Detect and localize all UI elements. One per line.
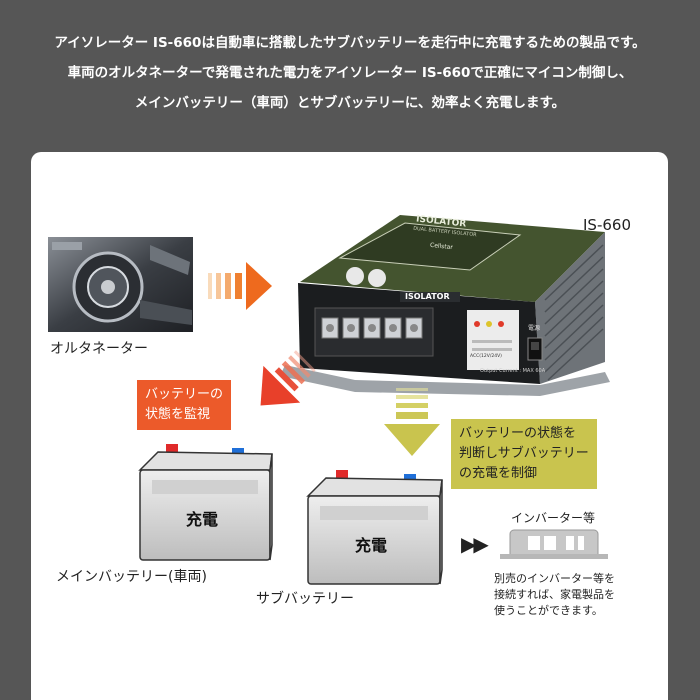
isolator-device: [280, 215, 610, 396]
main-battery-text: 充電: [186, 510, 219, 529]
inverter-note: 別売のインバーター等を 接続すれば、家電製品を 使うことができます。: [494, 571, 615, 619]
isolator-to-sub-battery-arrow: [384, 388, 440, 456]
monitor-callout: バッテリーの 状態を監視: [137, 380, 232, 430]
device-output-text: Output Current : MAX 60A: [480, 368, 546, 374]
model-label: IS-660: [583, 216, 631, 234]
chevron-right-icon: ▶▶: [461, 532, 489, 556]
inverter-note-line-2: 接続すれば、家電製品を: [494, 588, 615, 601]
alternator-label: オルタネーター: [50, 341, 148, 357]
inverter-title: インバーター等: [511, 511, 596, 525]
control-callout: バッテリーの状態を 判断しサブバッテリー の充電を制御: [451, 419, 597, 489]
inverter-note-line-1: 別売のインバーター等を: [494, 572, 615, 585]
control-callout-line-2: 判断しサブバッテリー: [459, 446, 589, 461]
device-acc-text: ACC(12V/24V): [470, 354, 502, 359]
main-battery: [138, 444, 273, 561]
to-inverter-arrow: ▶▶: [461, 532, 489, 556]
sub-battery-label: サブバッテリー: [256, 591, 354, 607]
control-callout-line-3: の充電を制御: [459, 466, 538, 481]
intro-line-1: アイソレーター IS-660は自動車に搭載したサブバッテリーを走行中に充電するた…: [54, 35, 646, 51]
intro-line-2: 車両のオルタネーターで発電された電力をアイソレーター IS-660で正確にマイコ…: [67, 65, 633, 81]
sub-battery: [306, 470, 443, 585]
alternator-to-isolator-arrow: [208, 262, 272, 310]
main-battery-label: メインバッテリー(車両): [56, 569, 207, 585]
isolator-to-main-battery-arrow: [260, 350, 316, 406]
intro-text: アイソレーター IS-660は自動車に搭載したサブバッテリーを走行中に充電するた…: [0, 28, 700, 118]
control-callout-line-1: バッテリーの状態を: [459, 426, 577, 441]
inverter-note-line-3: 使うことができます。: [494, 604, 603, 617]
intro-line-3: メインバッテリー（車両）とサブバッテリーに、効率よく充電します。: [134, 95, 566, 111]
device-front-label: ISOLATOR: [405, 292, 450, 301]
inverter-device: [500, 529, 608, 559]
monitor-callout-line-1: バッテリーの: [145, 387, 224, 402]
device-power-label: 電源: [528, 325, 541, 332]
monitor-callout-line-2: 状態を監視: [145, 407, 211, 422]
sub-battery-text: 充電: [355, 536, 388, 555]
alternator-image: [48, 237, 193, 332]
